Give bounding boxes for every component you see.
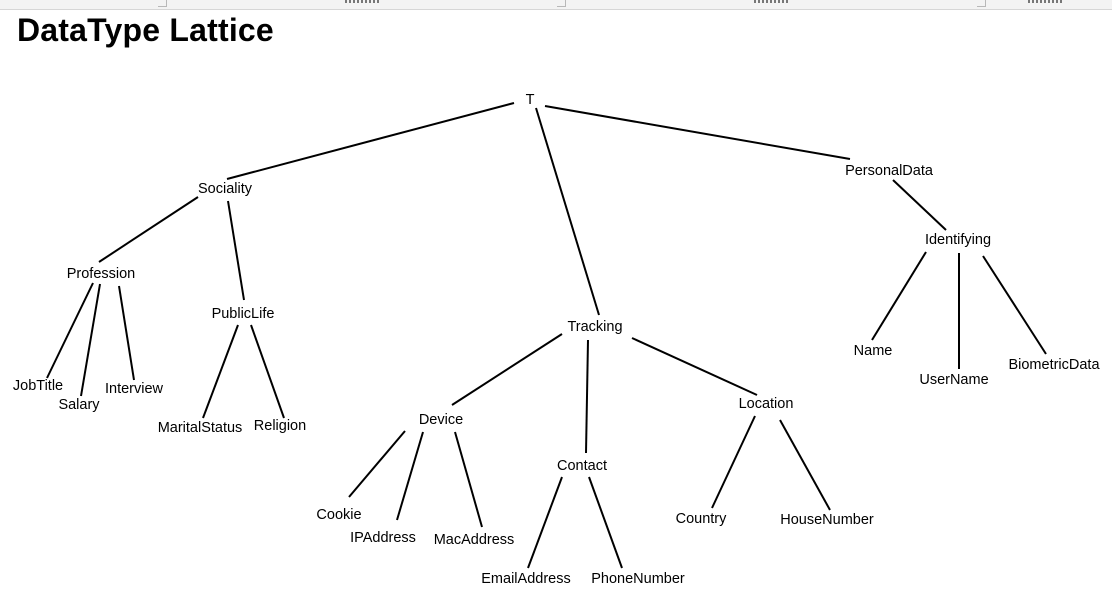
node-device: Device	[419, 412, 463, 428]
node-salary: Salary	[58, 397, 100, 413]
edge-device-ipaddress	[396, 431, 424, 521]
group-expand-icon[interactable]	[158, 0, 167, 7]
edge-top-sociality	[226, 102, 515, 180]
edge-publiclife-maritalstatus	[202, 324, 239, 419]
edge-contact-phonenumber	[588, 476, 623, 569]
node-identifying: Identifying	[925, 232, 991, 248]
node-country: Country	[676, 511, 728, 527]
edge-top-tracking	[535, 107, 600, 316]
edge-tracking-location	[631, 337, 758, 396]
node-religion: Religion	[254, 418, 306, 434]
edge-location-housenumber	[779, 419, 831, 511]
edges	[46, 102, 1047, 569]
edge-top-personaldata	[544, 105, 851, 160]
edge-profession-jobtitle	[46, 282, 94, 379]
node-top: T	[526, 92, 535, 108]
node-macaddress: MacAddress	[434, 532, 515, 548]
node-sociality: Sociality	[198, 181, 253, 197]
node-username: UserName	[919, 372, 988, 388]
toolbar-group-label	[754, 0, 790, 3]
edge-tracking-device	[451, 333, 563, 406]
node-cookie: Cookie	[316, 507, 361, 523]
group-expand-icon[interactable]	[557, 0, 566, 7]
page-title: DataType Lattice	[17, 12, 274, 48]
edge-personaldata-identifying	[892, 179, 947, 231]
node-personaldata: PersonalData	[845, 163, 934, 179]
node-jobtitle: JobTitle	[13, 378, 63, 394]
node-profession: Profession	[67, 266, 136, 282]
edge-sociality-publiclife	[227, 200, 245, 301]
toolbar-group-label	[345, 0, 381, 3]
node-phonenumber: PhoneNumber	[591, 571, 685, 587]
edge-tracking-contact	[585, 339, 589, 454]
node-publiclife: PublicLife	[212, 306, 275, 322]
edge-sociality-profession	[98, 196, 199, 263]
toolbar-group-label	[1028, 0, 1064, 3]
node-contact: Contact	[557, 458, 607, 474]
edge-profession-interview	[118, 285, 135, 381]
edge-identifying-name	[871, 251, 927, 341]
edge-profession-salary	[80, 283, 101, 397]
node-tracking: Tracking	[567, 319, 622, 335]
edge-location-country	[711, 415, 756, 509]
node-housenumber: HouseNumber	[780, 512, 874, 528]
nodes: T Sociality PersonalData Profession Publ…	[13, 92, 1101, 587]
node-biometricdata: BiometricData	[1008, 357, 1100, 373]
node-interview: Interview	[105, 381, 164, 397]
node-ipaddress: IPAddress	[350, 530, 416, 546]
node-name: Name	[854, 343, 893, 359]
node-maritalstatus: MaritalStatus	[158, 420, 243, 436]
node-emailaddress: EmailAddress	[481, 571, 570, 587]
edge-publiclife-religion	[250, 324, 285, 419]
edge-device-macaddress	[454, 431, 483, 528]
node-location: Location	[739, 396, 794, 412]
edge-identifying-biometricdata	[982, 255, 1047, 355]
window-top-strip	[0, 0, 1112, 10]
group-expand-icon[interactable]	[977, 0, 986, 7]
edge-device-cookie	[348, 430, 406, 498]
edge-contact-emailaddress	[527, 476, 563, 569]
